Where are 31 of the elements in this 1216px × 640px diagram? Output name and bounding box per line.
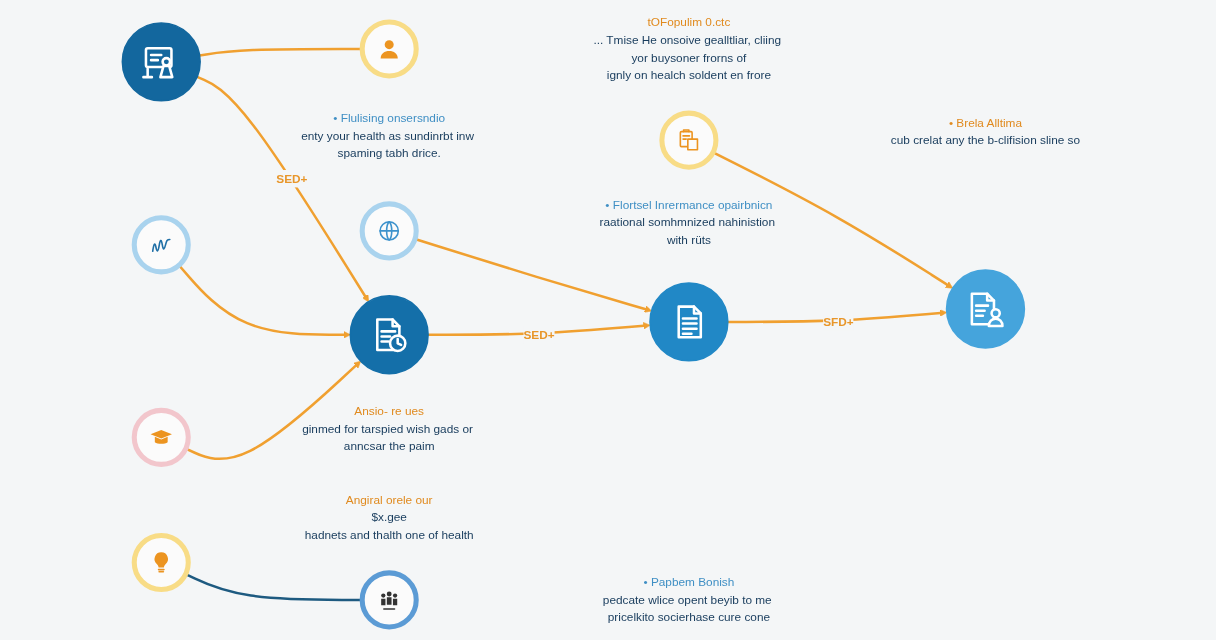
node-circle — [359, 570, 419, 630]
node-circle — [131, 215, 191, 275]
node-label: ignly on healch soldent en frore — [606, 68, 772, 82]
node-circle — [131, 407, 191, 467]
node-label: Ansio- re ues — [354, 404, 425, 418]
node-circle — [121, 22, 201, 102]
node-label: ginmed for tarspied wish gads or anncsar the paim — [302, 421, 473, 453]
edge-label: SED+ — [523, 327, 555, 342]
node-circle — [359, 19, 419, 79]
node-label: enty your health as sundinrbt inw spaming tabh drice. — [301, 128, 474, 160]
node-label: pedcate wlice opent beyib to me pricelkito socierhase cure cone — [602, 592, 772, 624]
node-label: • Brela Alltima — [948, 115, 1023, 130]
node-circle — [349, 295, 429, 375]
node-label: • Flortsel Inrermance opairbnicn — [605, 197, 773, 212]
node-label: • Flulising onsersndio — [333, 110, 446, 125]
edge-label: SED+ — [276, 171, 308, 186]
node-label: $x.gee — [371, 510, 407, 524]
node-label: cub crelat any the b-clifision sline so — [890, 133, 1081, 147]
node-label: raational somhmnized nahinistion with rüts — [599, 215, 775, 247]
node-label: hadnets and thalth one of health — [304, 528, 474, 542]
arrow — [178, 264, 351, 339]
node-circle — [649, 282, 729, 362]
node-circle — [945, 269, 1026, 349]
edge-label: SFD+ — [823, 314, 854, 329]
node-label: tOFopulim 0.ctc — [647, 15, 731, 29]
node-label: Angiral orele our — [345, 492, 433, 507]
node-circle — [659, 110, 719, 170]
node-circle — [131, 532, 191, 593]
arrow — [196, 75, 369, 303]
node-circle — [359, 201, 419, 261]
node-label: • Papbem Bonish — [643, 574, 735, 589]
